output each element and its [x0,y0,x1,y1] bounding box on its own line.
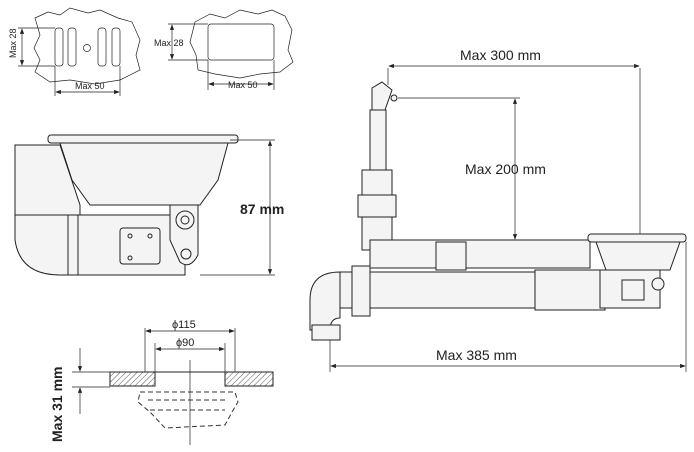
rect-cutout-diagram: Max 28 Max 50 [154,9,294,90]
rect-width-label: Max 50 [228,80,258,90]
rect-height-label: Max 28 [154,38,184,48]
slot-cutout-diagram: Max 28 Max 50 [8,7,141,96]
max-vertical-label: Max 200 mm [465,161,546,177]
side-view-diagram: 87 mm [14,134,284,276]
slot-height-label: Max 28 [8,28,18,58]
inner-diameter-label: ϕ90 [176,337,194,349]
max-horizontal-label: Max 300 mm [460,47,541,63]
side-height-label: 87 mm [240,201,284,217]
max-total-label: Max 385 mm [436,347,517,363]
slot-width-label: Max 50 [75,81,105,91]
section-diagram: ϕ115 ϕ90 Max 31 mm [49,319,274,445]
outer-diameter-label: ϕ115 [172,319,196,331]
thickness-label: Max 31 mm [49,367,65,442]
installation-diagram: Max 300 mm Max 200 mm Max 385 mm [309,47,687,372]
